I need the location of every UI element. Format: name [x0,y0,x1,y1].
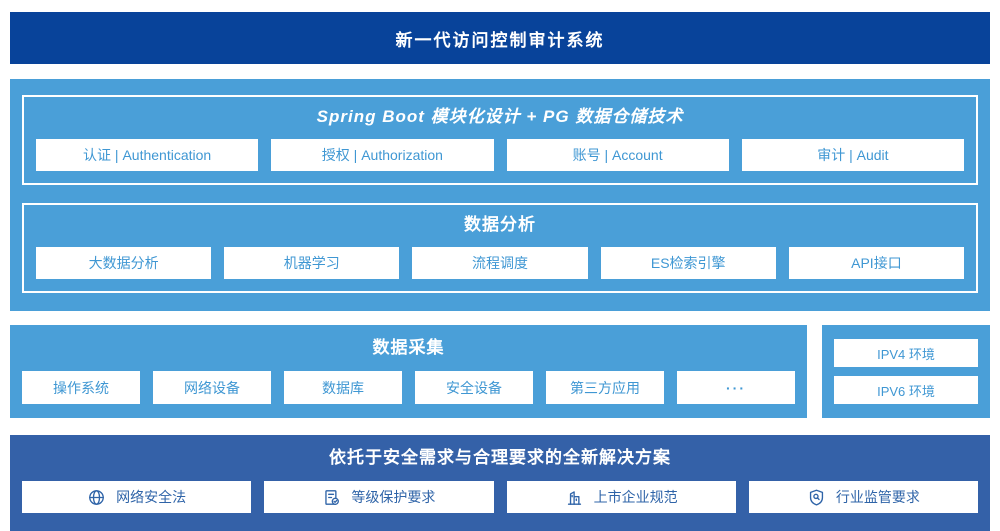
shield-search-icon [807,488,826,507]
system-title: 新一代访问控制审计系统 [395,30,605,50]
analysis-title: 数据分析 [464,215,536,234]
platform-section: Spring Boot 模块化设计 + PG 数据仓储技术 认证 | Authe… [10,79,990,311]
env-box-ipv6: IPV6 环境 [834,376,978,404]
analysis-box-api: API接口 [788,247,965,279]
module-box-authorization: 授权 | Authorization [271,139,494,171]
collection-box-security: 安全设备 [415,371,533,404]
modules-title: Spring Boot 模块化设计 + PG 数据仓储技术 [316,107,684,126]
globe-icon [87,488,106,507]
solution-label: 上市企业规范 [593,489,678,505]
collection-box-thirdparty: 第三方应用 [546,371,664,404]
modules-row: 认证 | Authentication 授权 | Authorization 账… [36,139,964,171]
title-banner: 新一代访问控制审计系统 [10,12,990,64]
solution-box-cybersecurity-law: 网络安全法 [22,481,252,513]
analysis-box-ml: 机器学习 [224,247,400,279]
collection-row: 操作系统 网络设备 数据库 安全设备 第三方应用 ··· [22,371,795,404]
module-box-audit: 审计 | Audit [741,139,964,171]
solution-title: 依托于安全需求与合理要求的全新解决方案 [329,448,671,467]
solution-label: 行业监管要求 [835,489,920,505]
solution-label: 网络安全法 [116,489,187,505]
env-box-ipv4: IPV4 环境 [834,339,978,367]
modules-container: Spring Boot 模块化设计 + PG 数据仓储技术 认证 | Authe… [22,95,978,185]
solution-label: 等级保护要求 [351,489,436,505]
solution-section: 依托于安全需求与合理要求的全新解决方案 网络安全法 [10,435,990,531]
analysis-row: 大数据分析 机器学习 流程调度 ES检索引擎 API接口 [36,247,965,279]
collection-box-database: 数据库 [284,371,402,404]
solution-row: 网络安全法 等级保护要求 [22,481,978,513]
analysis-box-es: ES检索引擎 [600,247,776,279]
document-check-icon [322,488,341,507]
collection-env-row: 数据采集 操作系统 网络设备 数据库 安全设备 第三方应用 ··· IPV4 环… [10,325,990,418]
analysis-box-bigdata: 大数据分析 [36,247,212,279]
collection-box-network: 网络设备 [153,371,271,404]
collection-box-more: ··· [677,371,795,404]
analysis-container: 数据分析 大数据分析 机器学习 流程调度 ES检索引擎 API接口 [22,203,978,293]
environment-section: IPV4 环境 IPV6 环境 [822,325,990,418]
collection-box-os: 操作系统 [22,371,140,404]
collection-title: 数据采集 [372,338,445,357]
module-box-authentication: 认证 | Authentication [36,139,259,171]
module-box-account: 账号 | Account [506,139,729,171]
solution-box-listed-company: 上市企业规范 [506,481,736,513]
solution-box-industry-regulation: 行业监管要求 [748,481,978,513]
building-icon [565,488,584,507]
collection-section: 数据采集 操作系统 网络设备 数据库 安全设备 第三方应用 ··· [10,325,807,418]
analysis-box-workflow: 流程调度 [412,247,588,279]
solution-box-classified-protection: 等级保护要求 [264,481,494,513]
